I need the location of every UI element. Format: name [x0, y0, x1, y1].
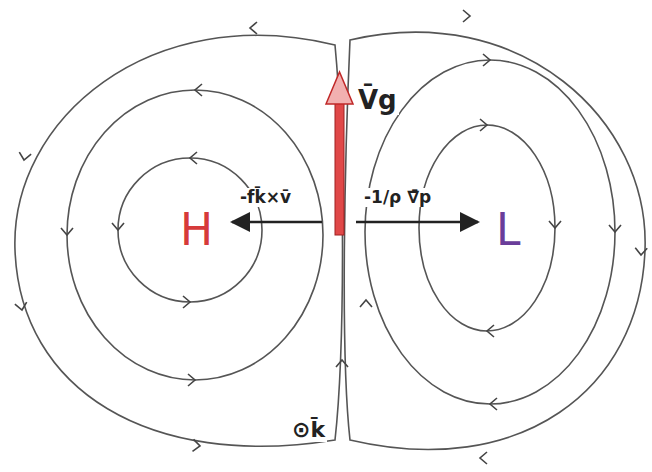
chevron: [188, 374, 195, 386]
isobar: [419, 125, 555, 331]
chevron: [61, 228, 73, 235]
chevron: [18, 152, 31, 161]
chevron: [250, 22, 257, 34]
chevron: [336, 360, 348, 367]
chevron: [360, 300, 372, 307]
wind-vector-label: V̄g: [356, 86, 399, 115]
chevron: [490, 398, 497, 410]
flow-chevrons: [15, 10, 647, 464]
coriolis-term: -fk̄×v̄: [238, 188, 293, 207]
chevron: [483, 54, 490, 66]
unit-vector-label: ⊙k̄: [290, 418, 327, 442]
chevron: [480, 119, 487, 131]
low-pressure-label: L: [494, 206, 523, 254]
isobars: [15, 32, 645, 449]
isobar: [118, 158, 262, 302]
chevron: [183, 296, 190, 308]
chevron: [609, 225, 621, 232]
wind-arrow-head: [326, 72, 353, 104]
geostrophic-wind-arrow: [326, 72, 353, 235]
isobar: [344, 32, 645, 449]
chevron: [463, 10, 470, 22]
chevron: [112, 223, 124, 230]
isobar: [365, 60, 615, 404]
chevron: [195, 84, 202, 96]
wind-arrow-shaft: [335, 100, 344, 235]
high-pressure-label: H: [178, 206, 215, 254]
chevron: [193, 439, 201, 452]
chevron: [190, 152, 197, 164]
chevron: [549, 221, 561, 228]
isobar: [15, 35, 343, 446]
chevron: [15, 302, 28, 311]
coriolis-arrow: [232, 221, 322, 224]
pressure-gradient-term: -1/ρ ∇̄p: [362, 188, 433, 207]
chevron: [635, 248, 647, 255]
isobar: [67, 90, 323, 380]
pressure-gradient-arrow: [356, 221, 478, 224]
chevron: [487, 325, 494, 337]
force-arrows: [232, 222, 478, 223]
chevron: [480, 452, 487, 464]
